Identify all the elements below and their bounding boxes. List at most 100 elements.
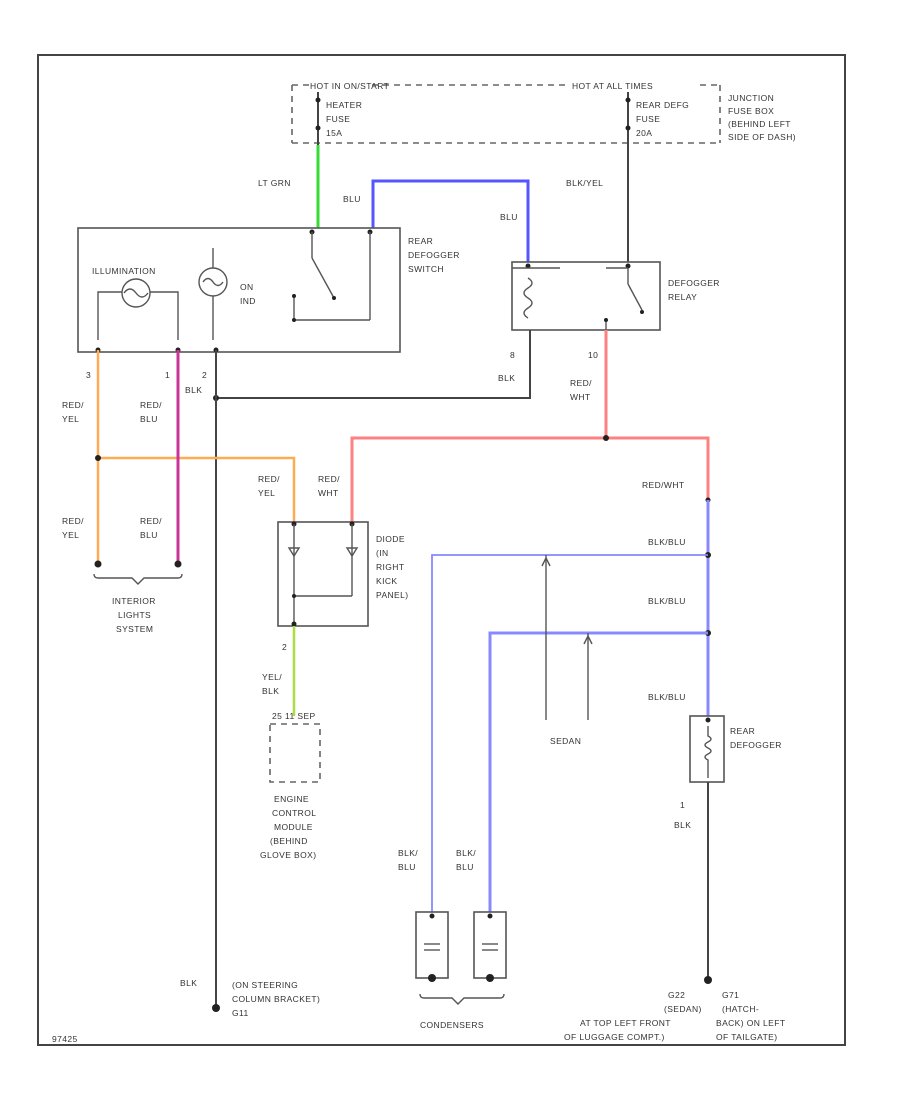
g22-id: G22 (668, 990, 685, 1000)
g11-desc-2: COLUMN BRACKET) (232, 994, 320, 1004)
ecm-label-1: ENGINE (274, 794, 309, 804)
red-blu-label-2b: BLU (140, 530, 158, 540)
defog-fuse-label: REAR DEFG (636, 100, 689, 110)
footer-code: 97425 (52, 1034, 78, 1044)
relay-label-2: RELAY (668, 292, 697, 302)
red-yel-label-3b: YEL (258, 488, 275, 498)
blk-label-ground: BLK (180, 978, 197, 988)
blk-blu-label-3: BLK/BLU (648, 692, 686, 702)
defog-fuse-amps: 20A (636, 128, 652, 138)
pin-8-label: 8 (510, 350, 515, 360)
condenser-a (415, 911, 449, 982)
condenser-b (473, 911, 507, 982)
switch-label-2: DEFOGGER (408, 250, 460, 260)
on-ind-label-2: IND (240, 296, 256, 306)
blk-label-defogger: BLK (674, 820, 691, 830)
interior-lights-connector: INTERIOR LIGHTS SYSTEM (93, 560, 183, 634)
rear-defogger-element: REAR DEFOGGER (689, 715, 782, 783)
red-blu-label-1a: RED/ (140, 400, 162, 410)
diode-label-5: PANEL) (376, 590, 408, 600)
g71-desc-3: OF TAILGATE) (716, 1032, 777, 1042)
blk-label-relay: BLK (498, 373, 515, 383)
wire-blk-blu-condenser-b (488, 631, 708, 912)
rear-defogger-label-1: REAR (730, 726, 755, 736)
switch-label-3: SWITCH (408, 264, 444, 274)
red-wht-label-relay-a: RED/ (570, 378, 592, 388)
diode-label-4: KICK (376, 576, 397, 586)
g71-desc-2: BACK) ON LEFT (716, 1018, 785, 1028)
red-yel-label-1a: RED/ (62, 400, 84, 410)
relay-label-1: DEFOGGER (668, 278, 720, 288)
heater-fuse-label: HEATER (326, 100, 362, 110)
defogger-relay: DEFOGGER RELAY (511, 261, 720, 331)
red-wht-label-relay-b: WHT (570, 392, 591, 402)
red-wht-label-inline: RED/WHT (642, 480, 684, 490)
fuse-box-location-4: SIDE OF DASH) (728, 132, 796, 142)
g11-id: G11 (232, 1008, 249, 1018)
junction-fuse-box: HOT IN ON/START HOT AT ALL TIMES HEATER … (291, 81, 796, 145)
blu-label-right: BLU (500, 212, 518, 222)
g22-desc-1: (SEDAN) (664, 1004, 702, 1014)
sedan-label: SEDAN (550, 736, 581, 746)
blk-blu-cond-label-2b: BLU (456, 862, 474, 872)
diode-pin-2: 2 (282, 642, 287, 652)
heater-fuse-amps: 15A (326, 128, 342, 138)
illumination-bulb-icon (121, 278, 151, 308)
ecm-label-5: GLOVE BOX) (260, 850, 316, 860)
switch-label-1: REAR (408, 236, 433, 246)
interior-lights-label-1: INTERIOR (112, 596, 156, 606)
on-ind-label-1: ON (240, 282, 254, 292)
red-wht-label-diode-b: WHT (318, 488, 339, 498)
wire-blk-relay-ground (216, 330, 531, 399)
defogger-pin-1: 1 (680, 800, 685, 810)
red-blu-label-2a: RED/ (140, 516, 162, 526)
heater-fuse-sub: FUSE (326, 114, 350, 124)
illumination-label: ILLUMINATION (92, 266, 156, 276)
wire-red-wht-bus (350, 436, 710, 522)
red-yel-label-2b: YEL (62, 530, 79, 540)
fuse-box-location-1: JUNCTION (728, 93, 774, 103)
diode-assembly: DIODE (IN RIGHT KICK PANEL) (277, 521, 408, 627)
diode-label-1: DIODE (376, 534, 405, 544)
g11-desc-1: (ON STEERING (232, 980, 298, 990)
condensers-label: CONDENSERS (420, 1020, 484, 1030)
red-blu-label-1b: BLU (140, 414, 158, 424)
red-yel-label-2a: RED/ (62, 516, 84, 526)
rear-defogger-label-2: DEFOGGER (730, 740, 782, 750)
lt-grn-label: LT GRN (258, 178, 291, 188)
pin-3-label: 3 (86, 370, 91, 380)
yel-blk-label-a: YEL/ (262, 672, 282, 682)
red-yel-label-1b: YEL (62, 414, 79, 424)
red-wht-label-diode-a: RED/ (318, 474, 340, 484)
red-yel-label-3a: RED/ (258, 474, 280, 484)
blu-label-top: BLU (343, 194, 361, 204)
g71-id: G71 (722, 990, 739, 1000)
blk-blu-label-2: BLK/BLU (648, 596, 686, 606)
blk-blu-cond-label-1b: BLU (398, 862, 416, 872)
hot-all-label: HOT AT ALL TIMES (572, 81, 653, 91)
defog-fuse-sub: FUSE (636, 114, 660, 124)
g71-desc-1: (HATCH- (722, 1004, 759, 1014)
wire-blk-blu-condenser-a (431, 554, 708, 912)
pin-10-label: 10 (588, 350, 598, 360)
blk-yel-label: BLK/YEL (566, 178, 603, 188)
diagram-border (37, 54, 846, 1046)
hot-run-label: HOT IN ON/START (310, 81, 389, 91)
diode-label-3: RIGHT (376, 562, 404, 572)
blk-label-switch: BLK (185, 385, 202, 395)
pin-1-label: 1 (165, 370, 170, 380)
g22-desc-3: OF LUGGAGE COMPT.) (564, 1032, 665, 1042)
engine-control-module: 25 11 SEP ENGINE CONTROL MODULE (BEHIND … (260, 711, 321, 860)
yel-blk-label-b: BLK (262, 686, 279, 696)
fuse-box-location-3: (BEHIND LEFT (728, 119, 791, 129)
ecm-pins: 25 11 SEP (272, 711, 316, 721)
ecm-label-4: (BEHIND (270, 836, 308, 846)
pin-2-label: 2 (202, 370, 207, 380)
wire-blu-switch-to-relay (371, 179, 530, 262)
ecm-label-3: MODULE (274, 822, 313, 832)
diode-label-2: (IN (376, 548, 389, 558)
fuse-box-location-2: FUSE BOX (728, 106, 774, 116)
blk-blu-cond-label-2a: BLK/ (456, 848, 476, 858)
blk-blu-cond-label-1a: BLK/ (398, 848, 418, 858)
